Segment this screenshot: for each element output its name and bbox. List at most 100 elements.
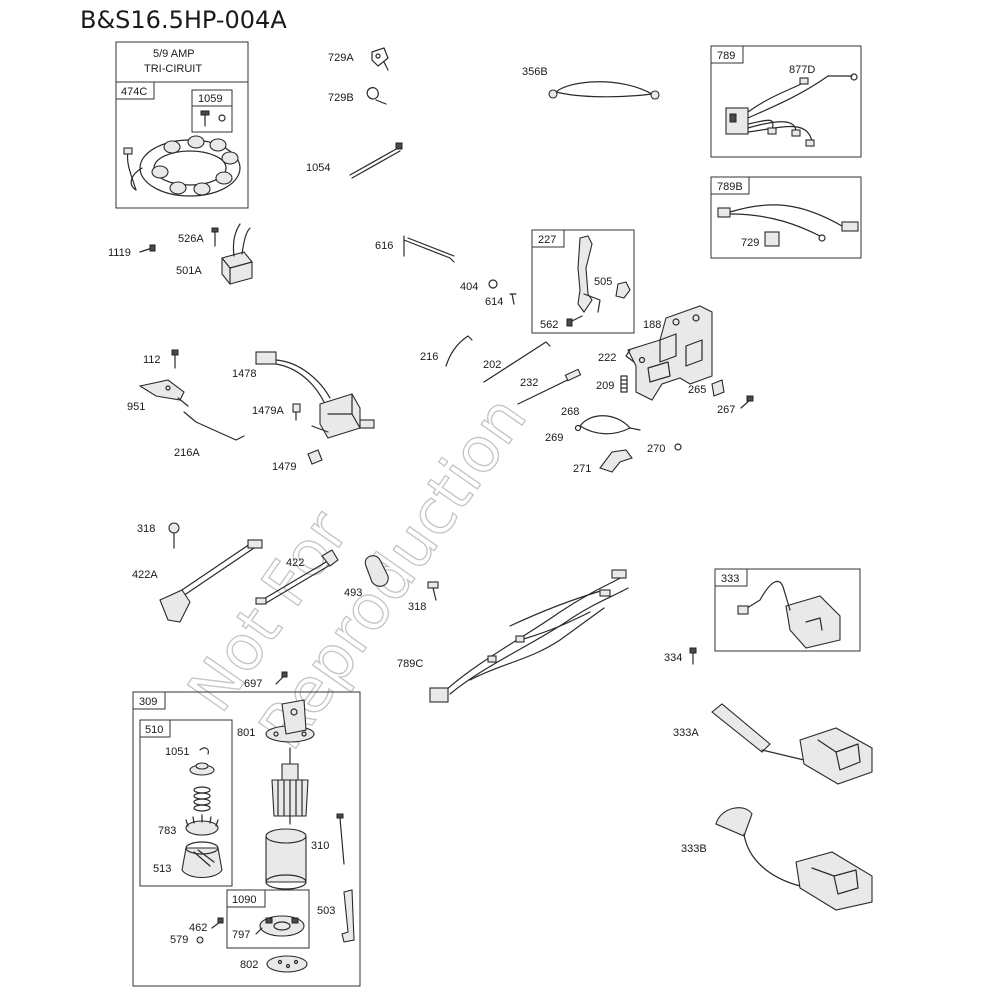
washer-579-icon: [196, 936, 204, 944]
pin-614-icon: [509, 293, 517, 305]
cap-802-icon: [266, 955, 308, 973]
bolt-1119-icon: [139, 244, 156, 253]
bolt-562-icon: [566, 315, 583, 327]
label-318b: 318: [408, 601, 426, 613]
label-318a: 318: [137, 523, 155, 535]
box-333-frame: [714, 568, 861, 652]
label-526A: 526A: [178, 233, 204, 245]
link-202-icon: [483, 341, 551, 383]
ignition-coil-333A-icon: [711, 703, 873, 785]
box-309-frame: [132, 691, 361, 987]
tag-309: 309: [139, 696, 157, 708]
label-801: 801: [237, 727, 255, 739]
label-209: 209: [596, 380, 614, 392]
label-216: 216: [420, 351, 438, 363]
clip-265-icon: [711, 379, 725, 397]
pinion-783-icon: [185, 814, 219, 836]
label-216A: 216A: [174, 447, 200, 459]
label-729A: 729A: [328, 52, 354, 64]
screw-334-icon: [689, 647, 697, 665]
label-265: 265: [688, 384, 706, 396]
screw-267-icon: [740, 395, 754, 409]
label-616: 616: [375, 240, 393, 252]
label-333B: 333B: [681, 843, 707, 855]
label-562: 562: [540, 319, 558, 331]
screw-1059-icon: [200, 110, 226, 127]
box-474C-frame: [115, 41, 249, 209]
cable-232-icon: [517, 368, 582, 405]
label-1054: 1054: [306, 162, 330, 174]
screw-697-icon: [275, 671, 288, 685]
label-802: 802: [240, 959, 258, 971]
label-112: 112: [143, 354, 161, 366]
label-1479: 1479: [272, 461, 296, 473]
label-789C: 789C: [397, 658, 423, 670]
rod-616-icon: [403, 235, 455, 263]
lever-227-icon: [577, 235, 601, 313]
through-bolt-icon: [336, 813, 345, 865]
bushing-1479-icon: [307, 449, 323, 465]
label-404: 404: [460, 281, 478, 293]
label-503: 503: [317, 905, 335, 917]
label-614: 614: [485, 296, 503, 308]
screw-462-icon: [211, 917, 224, 929]
label-513: 513: [153, 863, 171, 875]
label-202: 202: [483, 359, 501, 371]
label-267: 267: [717, 404, 735, 416]
link-216A-icon: [183, 411, 245, 441]
control-bracket-icon: [625, 305, 713, 401]
label-797: 797: [232, 929, 250, 941]
label-334: 334: [664, 652, 682, 664]
link-216-icon: [445, 335, 473, 367]
tag-474C: 474C: [121, 86, 147, 98]
washer-404-icon: [488, 279, 498, 289]
group-309: 309 510 1051 783 513 801: [132, 691, 361, 987]
collar-510-icon: [189, 762, 215, 776]
clamp-493-icon: [364, 555, 389, 587]
label-579: 579: [170, 934, 188, 946]
tag-510: 510: [145, 724, 163, 736]
group-227: 227 505 562: [531, 229, 635, 334]
spring-209-icon: [620, 375, 628, 393]
bracket-951-icon: [138, 379, 189, 407]
clip-729B-icon: [366, 87, 387, 105]
housing-310-icon: [265, 828, 307, 890]
label-783: 783: [158, 825, 176, 837]
box-474C-header-1: 5/9 AMP: [153, 48, 195, 60]
tag-333: 333: [721, 573, 739, 585]
page-title: B&S16.5HP-004A: [80, 6, 287, 34]
lever-271-icon: [599, 449, 633, 473]
label-501A: 501A: [176, 265, 202, 277]
harness-789-icon: [725, 73, 858, 147]
label-270: 270: [647, 443, 665, 455]
end-cap-801-icon: [265, 699, 315, 743]
box-510-frame: [139, 719, 233, 887]
label-697: 697: [244, 678, 262, 690]
label-422: 422: [286, 557, 304, 569]
label-1051: 1051: [165, 746, 189, 758]
label-271: 271: [573, 463, 591, 475]
screw-112-icon: [171, 349, 179, 369]
bracket-503-icon: [341, 889, 355, 943]
label-729: 729: [741, 237, 759, 249]
group-789: 789 877D: [710, 45, 862, 158]
label-310: 310: [311, 840, 329, 852]
label-422A: 422A: [132, 569, 158, 581]
nut-270-icon: [674, 443, 682, 451]
label-462: 462: [189, 922, 207, 934]
nut-505-icon: [615, 281, 631, 299]
spring-510-icon: [193, 786, 211, 812]
harness-789C-icon: [429, 569, 629, 703]
screw-1479A-icon: [292, 403, 301, 421]
bolt-318b-icon: [427, 581, 439, 601]
tag-789B: 789B: [717, 181, 743, 193]
group-333: 333: [714, 568, 861, 652]
screw-526A-icon: [211, 227, 219, 247]
solenoid-1478-icon: [255, 351, 375, 439]
tag-789: 789: [717, 50, 735, 62]
label-1479A: 1479A: [252, 405, 284, 417]
cable-422A-icon: [159, 539, 263, 623]
box-789B-frame: [710, 176, 862, 259]
bolt-318-icon: [168, 522, 180, 549]
